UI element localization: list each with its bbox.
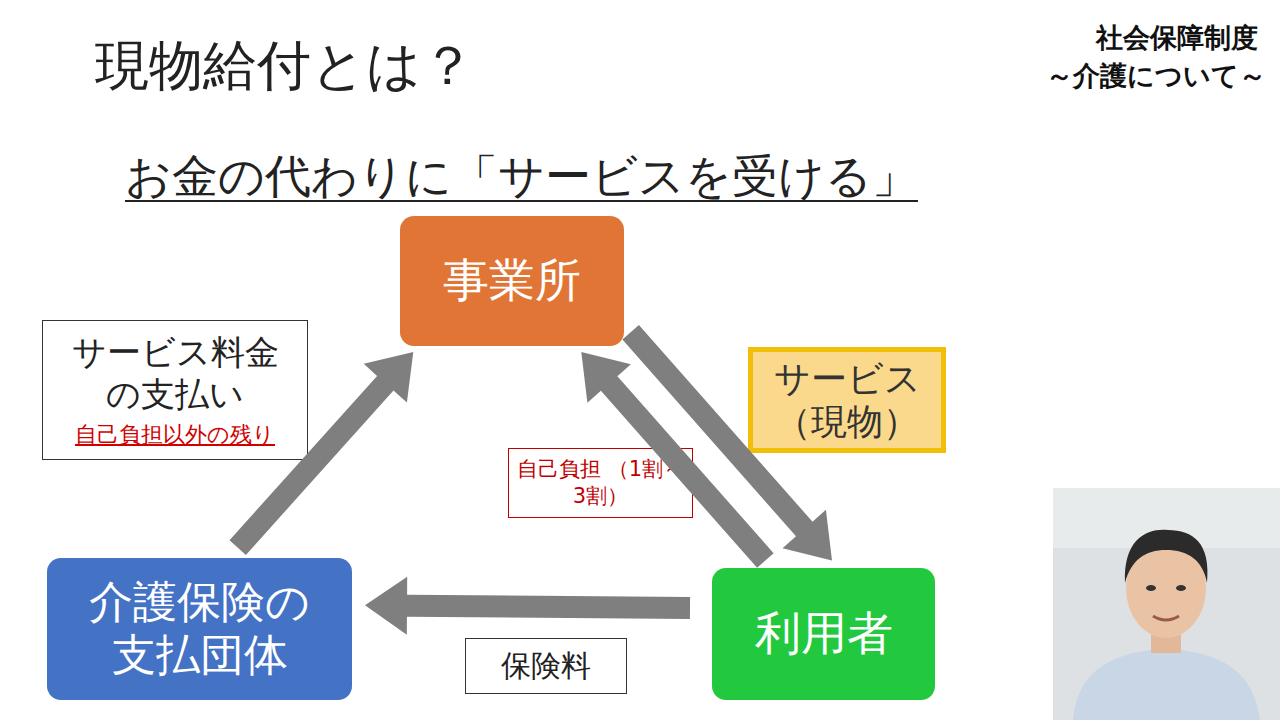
flow-arrow bbox=[581, 352, 773, 568]
shirt bbox=[1073, 648, 1260, 720]
node-text: 自己負担 （1割～3割） bbox=[509, 456, 692, 511]
hair bbox=[1125, 530, 1208, 583]
series-subheading: ～介護について～ bbox=[1046, 58, 1266, 94]
node-text: サービス料金 の支払い bbox=[43, 331, 307, 416]
node-text: 自己負担以外の残り bbox=[75, 420, 275, 450]
series-heading: 社会保障制度 bbox=[1096, 20, 1258, 56]
presenter-video bbox=[1053, 488, 1280, 720]
premium-box: 保険料 bbox=[465, 638, 627, 694]
payment-note-box: サービス料金 の支払い自己負担以外の残り bbox=[42, 320, 308, 460]
node-text: 利用者 bbox=[755, 606, 893, 661]
mouth bbox=[1153, 616, 1179, 620]
eye bbox=[1176, 585, 1186, 591]
video-background bbox=[1053, 488, 1280, 720]
node-text: 介護保険の 支払団体 bbox=[47, 576, 352, 682]
subtitle: お金の代わりに「サービスを受ける」 bbox=[125, 146, 918, 208]
user-box: 利用者 bbox=[712, 568, 935, 700]
office-box: 事業所 bbox=[400, 216, 624, 346]
insurer-box: 介護保険の 支払団体 bbox=[47, 558, 352, 700]
eye bbox=[1146, 585, 1156, 591]
service-box: サービス （現物） bbox=[748, 347, 946, 453]
node-text: 保険料 bbox=[501, 648, 591, 684]
copay-note-box: 自己負担 （1割～3割） bbox=[508, 448, 693, 518]
node-text: サービス （現物） bbox=[753, 357, 941, 443]
flow-arrow bbox=[365, 577, 690, 635]
flow-arrow bbox=[230, 352, 414, 555]
flow-arrow bbox=[622, 325, 832, 561]
slide-title: 現物給付とは？ bbox=[95, 30, 475, 103]
node-text: 事業所 bbox=[443, 253, 581, 308]
